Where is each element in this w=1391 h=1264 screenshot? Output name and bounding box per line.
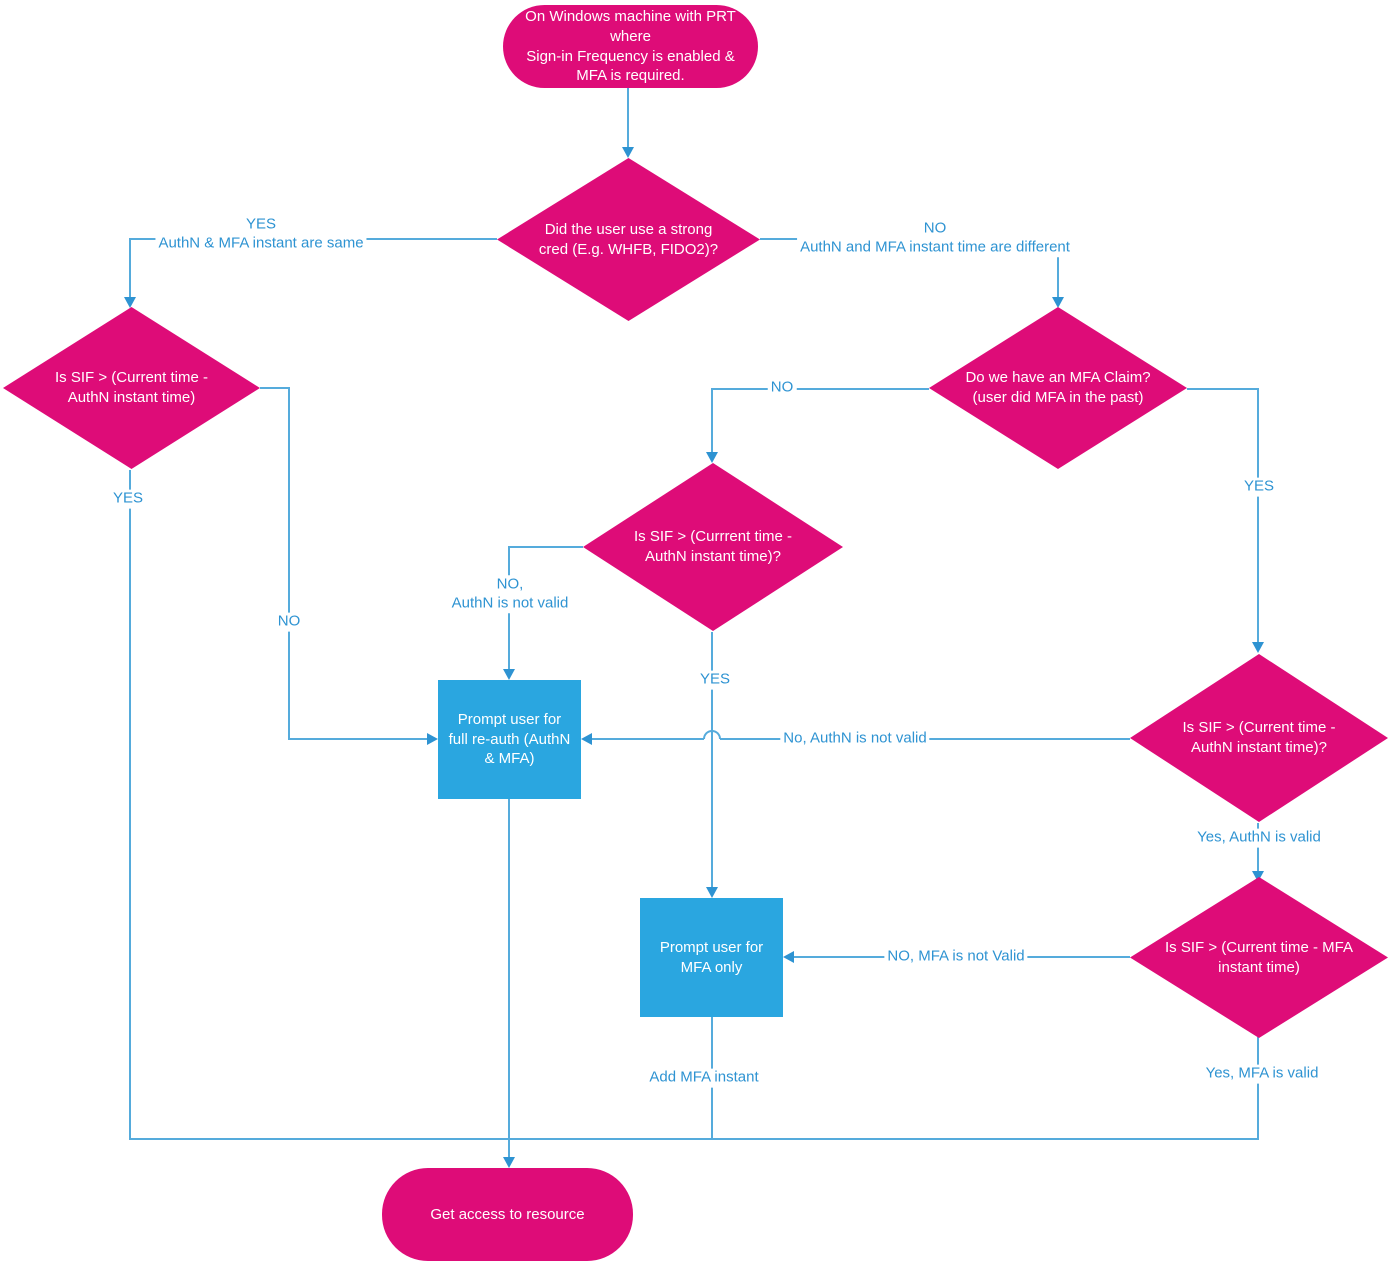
edge-sifright-no-h2 bbox=[592, 738, 704, 740]
edge-sifmid-no-h bbox=[509, 546, 583, 548]
edge-strongcred-no-v bbox=[1057, 238, 1059, 299]
edge-label-yes-authn-valid: Yes, AuthN is valid bbox=[1194, 828, 1324, 848]
node-start: On Windows machine with PRT where Sign-i… bbox=[503, 5, 758, 88]
edge-sifright-yes-v bbox=[1257, 823, 1259, 872]
node-question-sif-authn-mid: Is SIF > (Currrent time - AuthN instant … bbox=[583, 463, 843, 631]
node-question-mfa-claim: Do we have an MFA Claim? (user did MFA i… bbox=[929, 307, 1187, 469]
edge-fullreauth-out-v bbox=[508, 798, 510, 1157]
edge-collector-h bbox=[129, 1138, 1259, 1140]
arrowhead-into-sifmfa bbox=[1252, 871, 1264, 882]
edge-sifleft-yes-v bbox=[129, 470, 131, 1139]
arrowhead-into-fullreauth-left bbox=[427, 733, 438, 745]
edge-label-yes-right: YES bbox=[1240, 477, 1278, 497]
edge-mfaclaim-yes-v bbox=[1257, 388, 1259, 643]
arrowhead-into-fullreauth-right bbox=[581, 733, 592, 745]
arrowhead-into-sif-right bbox=[1252, 642, 1264, 653]
line-jump-arc bbox=[703, 730, 721, 739]
edge-mfaclaim-no-h bbox=[712, 388, 929, 390]
edge-label-no-mid: NO bbox=[767, 378, 797, 398]
edge-label-no-left: NO bbox=[274, 612, 304, 632]
arrowhead-into-end bbox=[503, 1157, 515, 1168]
edge-start-to-strongcred bbox=[627, 88, 629, 148]
arrowhead-into-fullreauth-top bbox=[503, 669, 515, 680]
node-prompt-mfa-only: Prompt user for MFA only bbox=[640, 898, 783, 1017]
edge-label-yes-same: YES AuthN & MFA instant are same bbox=[155, 215, 367, 253]
node-question-strong-cred: Did the user use a strong cred (E.g. WHF… bbox=[497, 158, 760, 321]
edge-sifmid-yes-v bbox=[711, 632, 713, 887]
edge-sifleft-no-v bbox=[288, 387, 290, 740]
edge-mfaclaim-no-v bbox=[711, 388, 713, 453]
arrowhead-into-sif-left bbox=[124, 297, 136, 308]
node-question-sif-mfa: Is SIF > (Current time - MFA instant tim… bbox=[1130, 877, 1388, 1038]
edge-label-yes-mid: YES bbox=[696, 670, 734, 690]
arrowhead-into-mfaonly-top bbox=[706, 887, 718, 898]
node-end: Get access to resource bbox=[382, 1168, 633, 1261]
edge-mfaclaim-yes-h bbox=[1187, 388, 1259, 390]
node-question-sif-authn-left: Is SIF > (Current time - AuthN instant t… bbox=[3, 307, 260, 469]
edge-sifmfa-yes-v bbox=[1257, 1037, 1259, 1139]
arrowhead-into-mfaonly-right bbox=[783, 951, 794, 963]
node-question-sif-authn-right: Is SIF > (Current time - AuthN instant t… bbox=[1130, 654, 1388, 822]
edge-sifleft-no-h2 bbox=[288, 738, 428, 740]
arrowhead-into-strongcred bbox=[622, 147, 634, 158]
edge-label-yes-mfa-valid: Yes, MFA is valid bbox=[1202, 1064, 1322, 1084]
edge-sifleft-no-h1 bbox=[260, 387, 290, 389]
edge-label-add-mfa-instant: Add MFA instant bbox=[646, 1068, 762, 1088]
edge-label-no-authn-not-valid: NO, AuthN is not valid bbox=[448, 575, 572, 613]
edge-label-yes-left: YES bbox=[109, 489, 147, 509]
edge-strongcred-yes-v bbox=[129, 238, 131, 299]
edge-label-no-authn-not-valid-2: No, AuthN is not valid bbox=[780, 729, 930, 749]
node-prompt-full-reauth: Prompt user for full re-auth (AuthN & MF… bbox=[438, 680, 581, 799]
arrowhead-into-mfaclaim bbox=[1052, 297, 1064, 308]
edge-label-no-mfa-not-valid: NO, MFA is not Valid bbox=[884, 947, 1028, 967]
arrowhead-into-sif-mid bbox=[706, 452, 718, 463]
edge-label-no-different: NO AuthN and MFA instant time are differ… bbox=[797, 219, 1073, 257]
